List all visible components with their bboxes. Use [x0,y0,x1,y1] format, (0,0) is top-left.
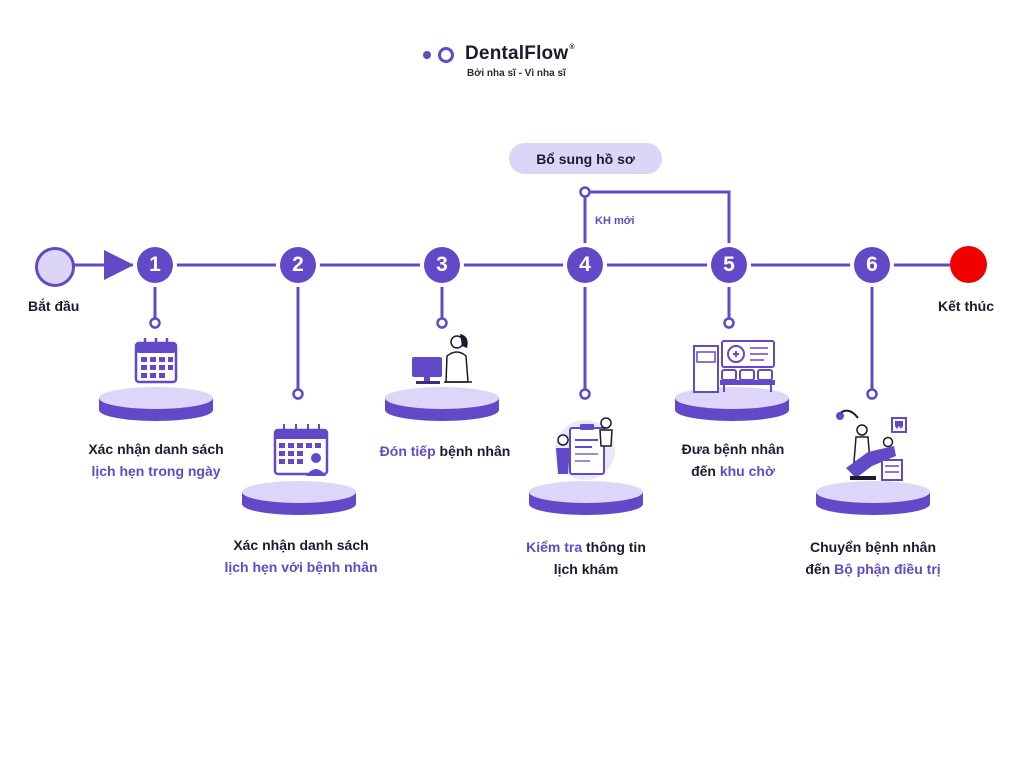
step-3-rest: bệnh nhân [435,443,511,459]
step-5-line1: Đưa bệnh nhân [681,441,785,457]
step-5-connector [723,283,735,329]
brand-tagline: Bởi nha sĩ - Vì nha sĩ [467,68,566,79]
start-node [35,247,75,287]
brand-name-text: DentalFlow [465,43,569,64]
step-4-rest: thông tin [582,539,646,555]
step-6-line1: Chuyển bệnh nhân [810,539,936,555]
step-3-line1: Đón tiếp bệnh nhân [325,440,565,462]
step-node-3: 3 [424,247,460,283]
step-3-connector [436,283,448,329]
podium-3 [385,387,499,421]
checklist-icon [555,417,615,480]
step-2-line2: lịch hẹn với bệnh nhân [224,559,378,575]
podium-5 [675,387,789,421]
registered-mark: ® [569,44,575,51]
podium-4 [529,481,643,515]
branch-box: Bổ sung hồ sơ [509,143,662,174]
step-5-line2: đến khu chờ [613,460,853,482]
step-4-connector [579,283,591,400]
dental-chair-icon [836,409,907,481]
step-label-5: Đưa bệnh nhân đến khu chờ [613,438,853,482]
step-3-highlight: Đón tiếp [379,443,436,459]
end-node [950,246,987,283]
step-label-2: Xác nhận danh sách lịch hẹn với bệnh nhâ… [181,534,421,578]
step-node-6: 6 [854,247,890,283]
calendar-patient-icon [273,424,329,476]
step-5-highlight: khu chờ [719,463,775,479]
podium-2 [242,481,356,515]
logo-dots-icon [423,47,454,63]
step-label-6: Chuyển bệnh nhân đến Bộ phận điều trị [753,536,993,580]
branch-box-label: Bổ sung hồ sơ [536,150,635,167]
step-4-line2: lịch khám [553,561,619,577]
step-node-1: 1 [137,247,173,283]
branch-dot [579,186,591,198]
step-6-connector [866,283,878,400]
step-2-line1: Xác nhận danh sách [233,537,369,553]
end-label: Kết thúc [938,298,994,314]
brand-name: DentalFlow® [465,43,575,65]
step-6-highlight: Bộ phận điều trị [834,561,941,577]
step-6-prefix: đến [805,561,835,577]
step-4-highlight: Kiểm tra [526,539,583,555]
step-node-2: 2 [280,247,316,283]
podium-1 [99,387,213,421]
step-1-connector [149,283,161,329]
start-label: Bắt đầu [28,298,80,314]
branch-connector [583,190,731,247]
podium-6 [816,481,930,515]
waiting-room-icon [693,340,775,393]
step-label-4: Kiểm tra thông tin lịch khám [466,536,706,580]
step-1-line2: lịch hẹn trong ngày [91,463,221,479]
step-node-4: 4 [567,247,603,283]
step-label-1: Xác nhận danh sách lịch hẹn trong ngày [36,438,276,482]
calendar-icon [134,338,178,384]
branch-edge-label: KH mới [595,215,635,227]
step-4-line1: Kiểm tra thông tin [466,536,706,558]
receptionist-icon [412,334,472,384]
step-node-5: 5 [711,247,747,283]
step-1-line1: Xác nhận danh sách [88,441,224,457]
step-5-prefix: đến [691,463,720,479]
step-2-connector [292,283,304,400]
step-label-3: Đón tiếp bệnh nhân [325,440,565,462]
step-6-line2: đến Bộ phận điều trị [753,558,993,580]
brand-logo: DentalFlow® Bởi nha sĩ - Vì nha sĩ [422,42,622,86]
